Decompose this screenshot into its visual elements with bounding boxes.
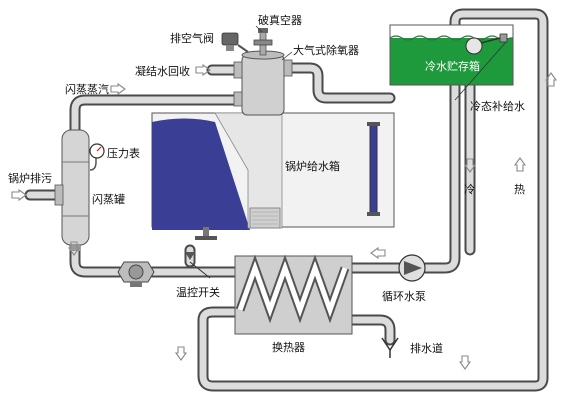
strainer-icon: [249, 207, 281, 229]
arrow-down-icon: [463, 158, 477, 173]
deaerator: [221, 28, 293, 116]
vent-valve-icon: [221, 32, 249, 53]
temp-switch-label: 温控开关: [176, 285, 220, 299]
cold-storage-tank-label: 冷水贮存箱: [425, 59, 480, 73]
cold-makeup-label: 冷态补给水: [470, 100, 525, 113]
arrow-right-icon: [195, 63, 211, 77]
steam-trap-icon: [117, 261, 155, 287]
arrow-right-icon: [11, 188, 27, 202]
boiler-feed-tank-label: 锅炉给水箱: [285, 159, 340, 173]
vent-valve-label: 排空气阀: [170, 31, 214, 45]
cold-water-storage-tank: 冷水贮存箱: [389, 24, 514, 86]
deaerator-label: 大气式除氧器: [293, 43, 359, 57]
drain-label: 排水道: [410, 341, 443, 355]
pressure-gauge-label: 压力表: [107, 146, 140, 160]
cold-flow-label: 冷: [464, 183, 475, 196]
flash-tank-label: 闪蒸罐: [92, 192, 125, 206]
boiler-blowdown-label: 锅炉排污: [8, 171, 52, 185]
arrow-down-icon: [174, 346, 188, 361]
arrow-up-icon: [544, 72, 558, 87]
circulating-pump-icon: [398, 254, 426, 282]
flash-tank: [54, 129, 105, 251]
vacuum-breaker-label: 破真空器: [258, 13, 302, 27]
feed-water-fill: [152, 118, 250, 230]
heat-exchanger-label: 换热器: [272, 340, 305, 354]
arrow-down-icon: [67, 241, 81, 256]
flow-arrows: [11, 63, 558, 370]
level-gauge: [369, 124, 378, 214]
hot-flow-label: 热: [514, 183, 525, 196]
pressure-gauge-icon: [89, 143, 105, 171]
boiler-feed-tank: 锅炉给水箱: [151, 112, 395, 240]
heat-exchanger: [234, 254, 353, 335]
condensate-return-label: 凝结水回收: [135, 64, 190, 78]
drain-icon: [381, 337, 399, 358]
temp-switch-icon: [185, 252, 211, 279]
flash-steam-label: 闪蒸蒸汽: [65, 82, 109, 96]
arrow-right-icon: [110, 82, 126, 96]
circulating-pump-label: 循环水泵: [382, 290, 426, 303]
arrow-down-icon: [458, 355, 472, 370]
arrow-left-icon: [370, 246, 386, 260]
leader-lines: [255, 25, 507, 101]
arrow-up-icon: [513, 157, 527, 172]
float-ball-icon: [465, 37, 483, 55]
